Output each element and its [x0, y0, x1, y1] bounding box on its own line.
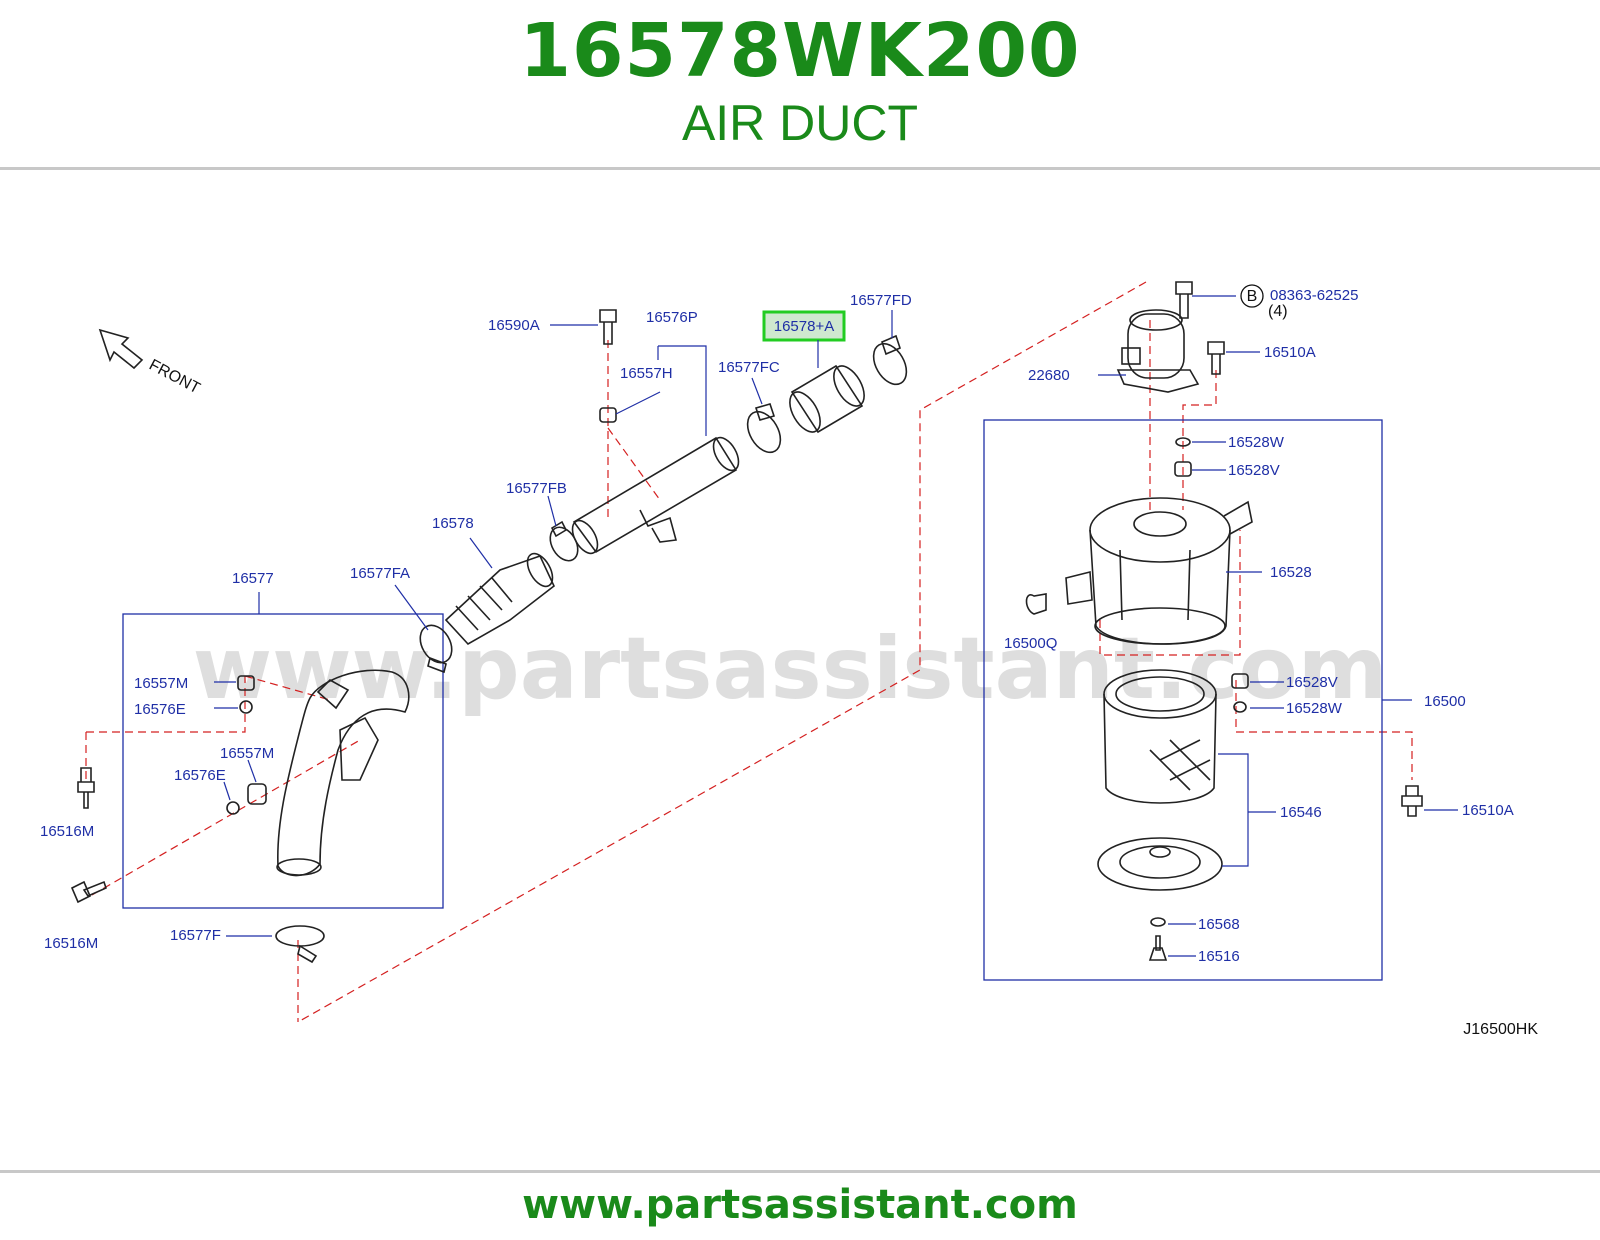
front-arrow-icon: [98, 328, 144, 370]
grommet-16528V-upper: [1174, 461, 1192, 477]
label-16577FD[interactable]: 16577FD: [850, 292, 912, 309]
label-16528W-upper[interactable]: 16528W: [1228, 434, 1285, 451]
assembly-box-16577: [122, 613, 444, 909]
bolt-16516M-upper: [77, 767, 95, 809]
footer-divider: [0, 1170, 1600, 1173]
watermark-text: www.partsassistant.com: [193, 619, 1388, 719]
label-16500[interactable]: 16500: [1424, 693, 1466, 710]
label-16578A[interactable]: 16578+A: [774, 318, 834, 335]
collar-16576E-upper: [239, 700, 253, 714]
grommet-16528V-lower: [1231, 673, 1249, 689]
clamp-16577FC: [746, 403, 782, 454]
washer-16528W-upper: [1175, 437, 1191, 447]
part-number-title: 16578WK200: [519, 8, 1081, 94]
sleeve-16578A: [789, 364, 865, 434]
clamp-16577F: [275, 925, 325, 964]
airflow-sensor-22680: [1116, 309, 1200, 393]
part-name-subtitle: AIR DUCT: [681, 95, 919, 151]
elbow-duct-16577: [276, 669, 410, 877]
label-16546[interactable]: 16546: [1280, 804, 1322, 821]
bolt-16590A: [599, 309, 617, 345]
label-16577F[interactable]: 16577F: [170, 927, 221, 944]
diagram-canvas: www.partsassistant.com FRONT 16577: [40, 281, 1538, 1038]
exploded-parts-diagram: www.partsassistant.com FRONT 16577: [0, 260, 1600, 1080]
filter-element-16546: [1103, 669, 1217, 804]
grommet-16557H: [599, 407, 617, 423]
collar-16576E-lower: [226, 801, 240, 815]
bolt-ref-qty: (4): [1268, 303, 1288, 320]
label-16516M-lower[interactable]: 16516M: [44, 935, 98, 952]
bolt-ref-letter: B: [1247, 288, 1258, 305]
label-16576P[interactable]: 16576P: [646, 309, 698, 326]
label-16576E-upper[interactable]: 16576E: [134, 701, 186, 718]
bolt-08363-62525: [1175, 281, 1193, 319]
air-cleaner-housing-16528: [1025, 497, 1253, 645]
clamp-16577FD: [872, 334, 908, 386]
label-16577[interactable]: 16577: [232, 570, 274, 587]
label-16577FC[interactable]: 16577FC: [718, 359, 780, 376]
bolt-16516M-lower: [70, 880, 107, 904]
washer-16568: [1150, 917, 1166, 927]
label-16557M-upper[interactable]: 16557M: [134, 675, 188, 692]
label-16557M-lower[interactable]: 16557M: [220, 745, 274, 762]
label-16500Q[interactable]: 16500Q: [1004, 635, 1057, 652]
highlight-box-16578A[interactable]: [762, 310, 846, 342]
label-16528V-upper[interactable]: 16528V: [1228, 462, 1280, 479]
label-16578[interactable]: 16578: [432, 515, 474, 532]
bolt-16510A-upper: [1207, 341, 1225, 375]
bolt-ref-circle-icon: [1240, 284, 1264, 308]
filter-lid-16546: [1097, 837, 1223, 891]
label-16528[interactable]: 16528: [1270, 564, 1312, 581]
footer-website-link[interactable]: www.partsassistant.com: [522, 1182, 1078, 1228]
bolt-16510A-lower: [1401, 785, 1423, 817]
label-16576E-lower[interactable]: 16576E: [174, 767, 226, 784]
wing-nut-16516: [1148, 935, 1168, 961]
grommet-16557M-upper: [237, 675, 255, 691]
label-22680[interactable]: 22680: [1028, 367, 1070, 384]
label-16568[interactable]: 16568: [1198, 916, 1240, 933]
air-pipe-16576P: [571, 436, 740, 555]
label-16528W-lower[interactable]: 16528W: [1286, 700, 1343, 717]
page-header: 16578WK200 AIR DUCT: [0, 0, 1600, 168]
label-08363-62525[interactable]: 08363-62525: [1270, 287, 1358, 304]
front-label: FRONT: [146, 357, 203, 398]
label-16528V-lower[interactable]: 16528V: [1286, 674, 1338, 691]
label-16577FB[interactable]: 16577FB: [506, 480, 567, 497]
grommet-16557M-lower: [247, 783, 267, 805]
label-16557H[interactable]: 16557H: [620, 365, 673, 382]
header-divider: [0, 167, 1600, 170]
bellows-hose-16578: [444, 552, 555, 646]
label-16577FA[interactable]: 16577FA: [350, 565, 410, 582]
label-16510A-lower[interactable]: 16510A: [1462, 802, 1514, 819]
label-16516[interactable]: 16516: [1198, 948, 1240, 965]
label-16590A[interactable]: 16590A: [488, 317, 540, 334]
diagram-code: J16500HK: [1463, 1021, 1538, 1038]
label-16510A-upper[interactable]: 16510A: [1264, 344, 1316, 361]
connection-dashed-lines: [85, 281, 1413, 1023]
label-16516M-upper[interactable]: 16516M: [40, 823, 94, 840]
washer-16528W-lower: [1233, 701, 1247, 713]
